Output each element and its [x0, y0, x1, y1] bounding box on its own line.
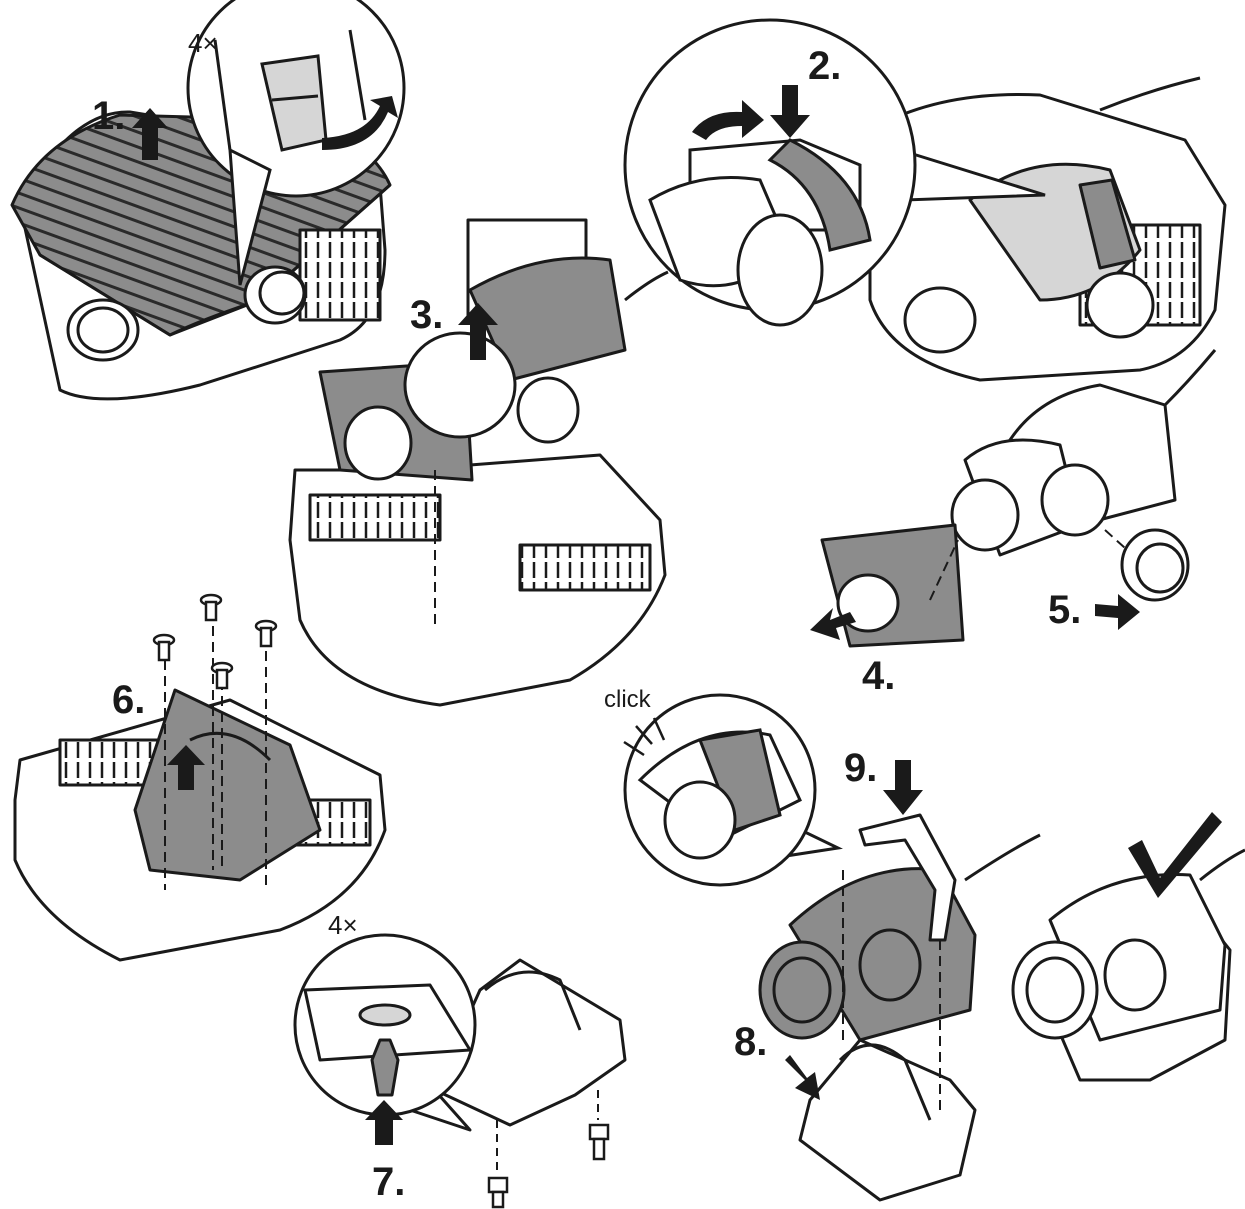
arrow-down-icon [883, 760, 923, 815]
lifted-motor-and-housing [288, 218, 669, 707]
assembled-motor-final [1011, 848, 1245, 1082]
foot-icon [487, 1123, 610, 1209]
foot-count-label: 4× [328, 910, 358, 940]
click-label: click [604, 686, 651, 713]
arrow-down-icon [785, 1055, 820, 1100]
step-label-6: 6. [112, 678, 146, 722]
rotate-arrow-icon [322, 96, 398, 150]
open-housing-with-motor [868, 76, 1227, 382]
screw-icon [152, 593, 278, 690]
arrow-up-icon [167, 745, 205, 790]
step-label-1: 1. [92, 94, 126, 138]
step-label-9: 9. [844, 746, 878, 790]
step-label-4: 4. [862, 654, 896, 698]
arrow-left-icon [810, 608, 856, 640]
arrow-down-icon [770, 85, 810, 138]
bracket-feet-detail [293, 933, 627, 1170]
rotate-arrow-icon [692, 100, 764, 140]
clip-detail-magnifier [186, 0, 406, 286]
latch-detail-magnifier [623, 18, 1046, 327]
step-label-7: 7. [372, 1160, 406, 1204]
step-label-3: 3. [410, 293, 444, 337]
step-label-5: 5. [1048, 588, 1082, 632]
reassembly-motor [758, 813, 1041, 1202]
step-label-2: 2. [808, 44, 842, 88]
arrow-right-icon [1095, 594, 1140, 630]
checkmark-icon [1128, 812, 1222, 898]
step-label-8: 8. [734, 1020, 768, 1064]
clip-count-label: 4× [188, 28, 218, 58]
arrow-up-icon [458, 303, 498, 360]
click-burst-icon [623, 717, 666, 757]
housing-bracket-removal [13, 610, 387, 962]
arrow-up-icon [132, 108, 168, 160]
disassembled-motor [820, 349, 1217, 648]
arrow-up-icon [365, 1100, 403, 1145]
click-detail-magnifier [623, 693, 844, 887]
